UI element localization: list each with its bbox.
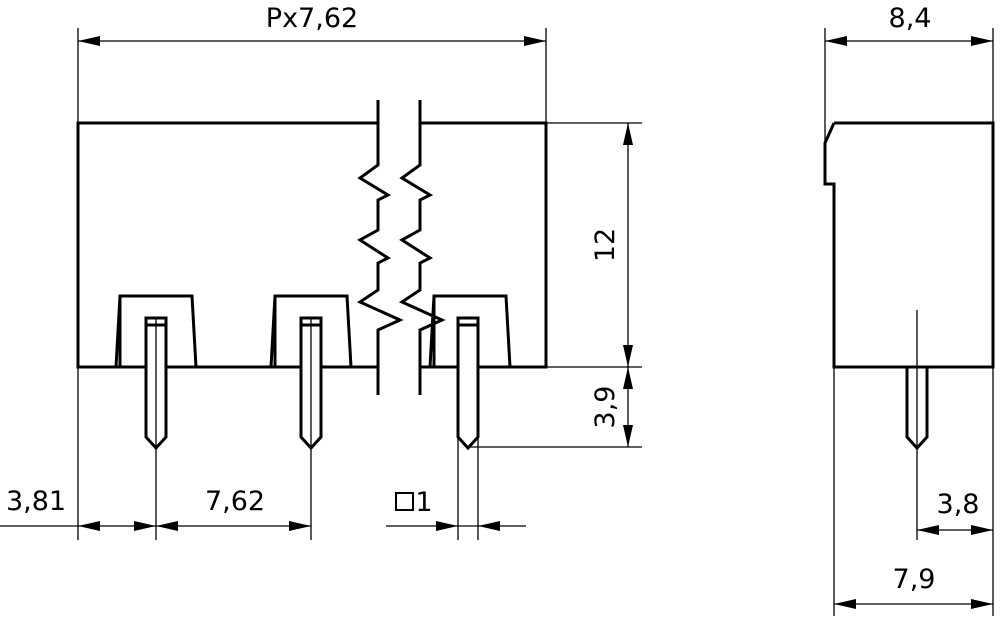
- dim-label-pin-length: 3,9: [590, 386, 621, 429]
- break-line-left: [356, 100, 404, 395]
- dim-label-side-width: 7,9: [893, 564, 936, 595]
- pin-pocket-1: [114, 294, 198, 368]
- pin-2: [299, 316, 323, 540]
- dim-label-pitch: 7,62: [205, 486, 265, 517]
- dim-label-height: 12: [590, 228, 621, 262]
- dim-pitch: 7,62: [156, 486, 311, 531]
- dim-pin-square: 1: [386, 487, 526, 531]
- housing-right: [420, 121, 548, 369]
- dim-height: 12: [546, 122, 642, 368]
- pin-1: [144, 316, 168, 540]
- side-view: [823, 121, 995, 540]
- housing-left: [76, 121, 378, 369]
- dim-pin-length: 3,9: [468, 367, 642, 448]
- dim-label-side-pin-offset: 3,8: [937, 489, 980, 520]
- dim-label-depth-total: 8,4: [889, 3, 932, 34]
- dim-label-pin-square: 1: [415, 487, 432, 518]
- front-view: [76, 100, 548, 540]
- pin-pocket-3: [428, 294, 512, 368]
- side-housing: [823, 121, 995, 369]
- dim-pitch-total: Px7,62: [77, 3, 547, 123]
- dim-label-pitch-total: Px7,62: [266, 3, 358, 34]
- pin-3: [456, 316, 480, 540]
- dim-side-width: 7,9: [833, 367, 993, 616]
- dim-edge-offset: 3,81: [0, 367, 156, 540]
- dim-depth-total: 8,4: [824, 3, 994, 143]
- dim-side-pin-offset: 3,8: [917, 367, 994, 616]
- break-line-right: [398, 100, 446, 395]
- dim-label-edge-offset: 3,81: [6, 486, 66, 517]
- pin-pocket-2: [269, 294, 353, 368]
- square-symbol-icon: [395, 492, 414, 511]
